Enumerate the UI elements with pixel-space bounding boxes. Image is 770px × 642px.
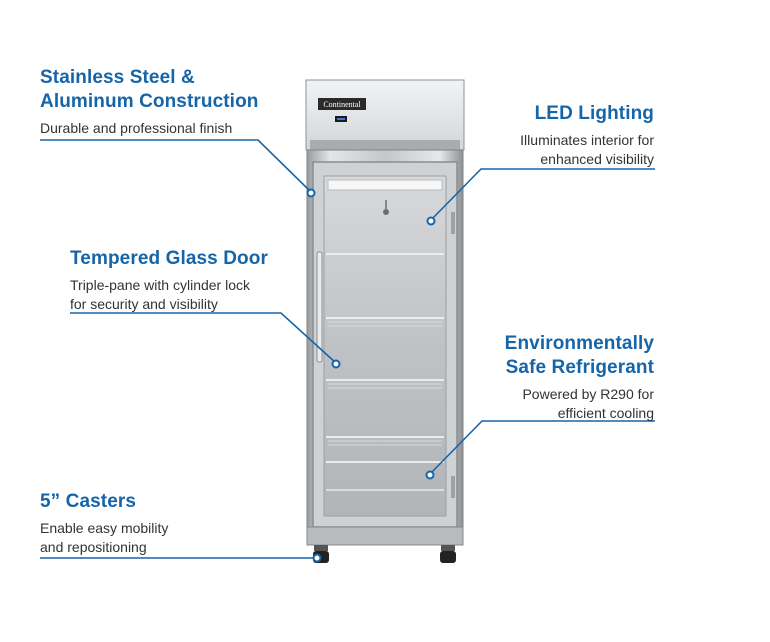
callout-casters-title: 5” Casters (40, 491, 137, 512)
marker-steel (306, 188, 316, 198)
callout-glass-title: Tempered Glass Door (70, 248, 268, 269)
callout-refrigerant: Environmentally Safe Refrigerant Powered… (505, 332, 654, 423)
callout-led-title: LED Lighting (534, 103, 654, 124)
callout-casters-desc: Enable easy mobility and repositioning (40, 520, 169, 555)
callout-steel: Stainless Steel & Aluminum Construction … (40, 66, 258, 138)
door-handle (316, 251, 323, 363)
top-hinge (451, 212, 455, 234)
led-light-bar (327, 179, 443, 191)
callout-led: LED Lighting Illuminates interior for en… (520, 102, 654, 169)
bottom-hinge (451, 476, 455, 498)
marker-refrigerant (425, 470, 435, 480)
caster-right (440, 545, 456, 563)
marker-glass (331, 359, 341, 369)
logo-badge (318, 98, 366, 110)
marker-led (426, 216, 436, 226)
callout-refrigerant-desc: Powered by R290 for efficient cooling (522, 386, 654, 421)
callout-led-desc: Illuminates interior for enhanced visibi… (520, 132, 654, 167)
callout-glass-desc: Triple-pane with cylinder lock for secur… (70, 277, 250, 312)
marker-casters (312, 553, 322, 563)
callout-steel-desc: Durable and professional finish (40, 120, 233, 136)
leader-lines (40, 139, 655, 559)
callout-refrigerant-title: Environmentally Safe Refrigerant (504, 333, 654, 378)
logo-text: Continental (323, 100, 361, 109)
kick-plate (306, 526, 464, 546)
callout-glass: Tempered Glass Door Triple-pane with cyl… (70, 247, 268, 314)
callout-casters: 5” Casters Enable easy mobility and repo… (40, 490, 168, 557)
callout-steel-title: Stainless Steel & Aluminum Construction (40, 67, 259, 112)
wire-shelves (326, 253, 444, 463)
top-header-panel: Continental (305, 79, 465, 151)
glass-panel (323, 175, 447, 517)
